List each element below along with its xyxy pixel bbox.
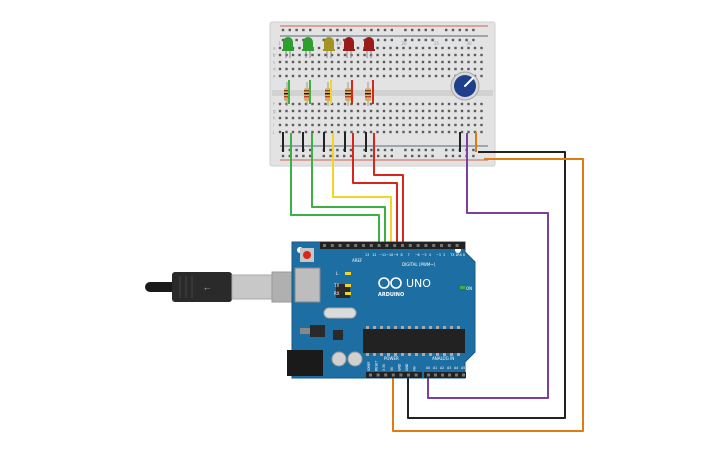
row-letter: i xyxy=(273,123,274,128)
led-tx-label: TX xyxy=(333,283,339,288)
capacitor xyxy=(331,351,347,367)
resistor[interactable] xyxy=(365,82,371,106)
led[interactable] xyxy=(343,37,355,58)
wire-green-1[interactable] xyxy=(290,133,380,246)
wire-purple[interactable] xyxy=(427,133,549,399)
analog-pin-label: A0 xyxy=(426,366,430,370)
power-pin-label: 3.3V xyxy=(382,363,386,371)
row-letter: b xyxy=(273,53,276,58)
row-letter: h xyxy=(273,116,276,121)
wire-black[interactable] xyxy=(407,151,566,419)
capacitor xyxy=(347,351,363,367)
led[interactable] xyxy=(363,37,375,58)
resistor[interactable] xyxy=(345,82,351,106)
analog-pin-label: A1 xyxy=(433,366,437,370)
analog-pin-label: A2 xyxy=(440,366,444,370)
row-letter: e xyxy=(273,74,276,79)
column-number: 20 xyxy=(402,41,408,46)
row-letter: c xyxy=(273,60,275,65)
resistor[interactable] xyxy=(325,82,331,106)
power-pin-label: GND xyxy=(397,363,401,371)
column-number: 30 xyxy=(467,41,473,46)
column-number: 25 xyxy=(434,41,440,46)
breadboard-jumpers xyxy=(282,80,477,152)
power-header-label: POWER xyxy=(384,356,399,361)
analog-pin-label: A4 xyxy=(454,366,458,370)
column-number: 10 xyxy=(337,41,343,46)
led[interactable] xyxy=(282,37,294,58)
model-label: UNO xyxy=(406,277,431,290)
wire-yellow[interactable] xyxy=(332,133,392,246)
led-l-label: L xyxy=(336,271,339,276)
led-rx-label: RX xyxy=(334,291,340,296)
power-pin-label: IOREF xyxy=(367,361,371,371)
atmega-chip xyxy=(363,329,465,353)
led-on-label: ON xyxy=(466,286,472,291)
crystal xyxy=(323,307,357,319)
aref-label: AREF xyxy=(352,258,363,263)
usb-symbol-icon: ⭠ xyxy=(204,284,211,293)
analog-pin-label: A3 xyxy=(447,366,451,370)
row-letter: d xyxy=(273,67,276,72)
analog-header-label: ANALOG IN xyxy=(432,356,454,361)
row-letter: a xyxy=(273,46,276,51)
power-pin-label: Vin xyxy=(413,366,417,371)
row-letter: f xyxy=(273,102,275,107)
wire-green-2[interactable] xyxy=(311,133,386,246)
row-letter: g xyxy=(273,109,276,114)
led[interactable] xyxy=(302,37,314,58)
arduino-logo-icon xyxy=(378,277,402,289)
resistor[interactable] xyxy=(304,82,310,106)
analog-pin-label: A5 xyxy=(461,366,465,370)
power-jack[interactable] xyxy=(287,350,323,376)
wire-orange[interactable] xyxy=(392,158,584,432)
power-pin-label: GND xyxy=(405,363,409,371)
brand-label: ARDUINO xyxy=(378,292,404,298)
power-pin-label: 5V xyxy=(390,366,394,371)
led[interactable] xyxy=(323,37,335,58)
wires[interactable] xyxy=(290,133,584,432)
row-letter: j xyxy=(272,130,274,135)
column-number: 1 xyxy=(278,41,281,46)
wire-red-1[interactable] xyxy=(352,133,398,246)
analog-header[interactable] xyxy=(424,372,466,378)
potentiometer[interactable] xyxy=(450,71,480,101)
digital-header-label: DIGITAL (PWM~) xyxy=(402,262,436,267)
power-pin-label: RESET xyxy=(375,361,379,371)
digital-header[interactable] xyxy=(320,242,465,249)
wire-red-2[interactable] xyxy=(373,133,404,246)
